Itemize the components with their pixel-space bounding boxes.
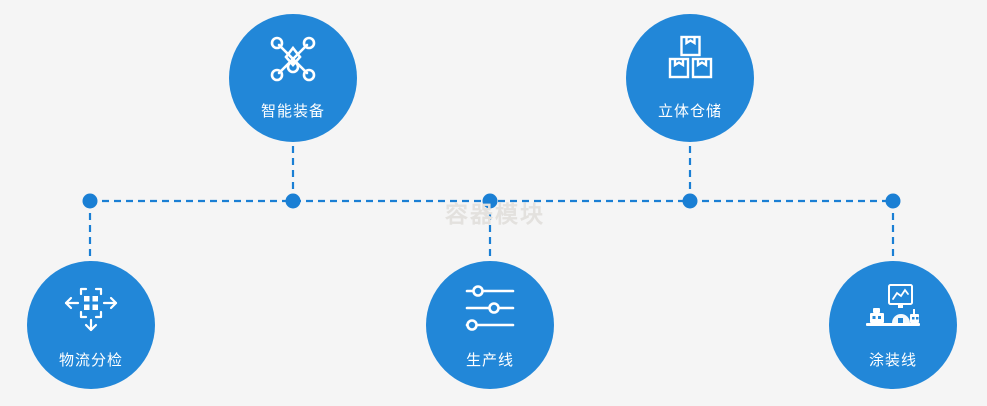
junction-dot-5[interactable] — [885, 193, 901, 209]
node-logistics-sorting[interactable]: 物流分检 — [27, 261, 155, 389]
junction-dot-4[interactable] — [682, 193, 698, 209]
network-nodes-icon — [267, 34, 319, 88]
junction-dot-2[interactable] — [285, 193, 301, 209]
junction-dot-3[interactable] — [482, 193, 498, 209]
node-label-logistics-sorting: 物流分检 — [58, 351, 123, 369]
stacked-boxes-icon — [664, 34, 716, 88]
node-label-intelligent-equipment: 智能装备 — [260, 102, 325, 120]
node-intelligent-equipment[interactable]: 智能装备 — [229, 14, 357, 142]
node-production-line[interactable]: 生产线 — [426, 261, 554, 389]
node-label-stereoscopic-warehouse: 立体仓储 — [657, 102, 722, 120]
junction-dot-1[interactable] — [82, 193, 98, 209]
factory-monitor-icon — [864, 283, 922, 337]
node-label-production-line: 生产线 — [465, 351, 514, 369]
node-label-painting-line: 涂装线 — [868, 351, 917, 369]
sliders-icon — [463, 283, 517, 337]
sorting-arrows-icon — [63, 283, 119, 337]
node-stereoscopic-warehouse[interactable]: 立体仓储 — [626, 14, 754, 142]
node-painting-line[interactable]: 涂装线 — [829, 261, 957, 389]
